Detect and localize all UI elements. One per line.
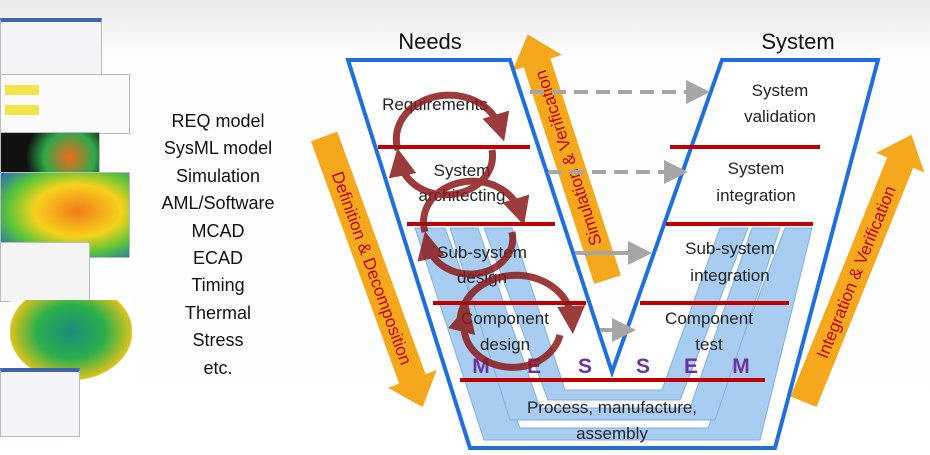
component-design-label: Component [461,309,549,328]
tool-item: Stress [192,330,244,351]
trace-arrows [530,80,710,342]
tools-list: REQ model SysML model Simulation AML/Sof… [150,108,286,382]
system-integration-label: integration [716,186,795,205]
tool-item: SysML model [163,138,273,159]
level-dividers [378,145,820,382]
screenshot-model-editor [0,18,102,78]
tool-item: etc. [203,357,233,378]
discipline-letter: S [636,355,650,378]
process-label: assembly [576,424,648,443]
system-validation-label: System [752,81,809,100]
tool-item: REQ model [171,111,265,131]
tool-item: MCAD [191,220,245,241]
screenshot-software [0,368,80,437]
discipline-letter: E [684,355,698,378]
tool-item: Timing [191,275,245,296]
tool-screenshots-collage [0,0,140,455]
tool-item: ECAD [192,248,243,269]
needs-heading: Needs [398,29,462,54]
discipline-letter: M [732,355,750,378]
tool-item: Thermal [184,302,251,323]
screenshot-stress-fan [10,300,132,380]
tool-item: Simulation [175,165,261,186]
screenshot-sysml-diagram [0,74,130,134]
component-design-label: design [480,335,530,354]
component-test-label: Component [665,309,753,328]
tool-item: AML/Software [161,193,275,214]
screenshot-simulation [0,132,100,174]
process-label: Process, manufacture, [527,398,697,417]
component-test-label: test [695,335,723,354]
system-heading: System [761,29,834,54]
discipline-letter: S [578,355,592,378]
subsystem-integration-label: Sub-system [685,239,775,258]
system-integration-label: System [728,159,785,178]
subsystem-integration-label: integration [690,266,769,285]
system-architecting-label: System [434,161,491,180]
system-validation-label: validation [744,107,816,126]
iteration-loop-icons [388,91,586,371]
